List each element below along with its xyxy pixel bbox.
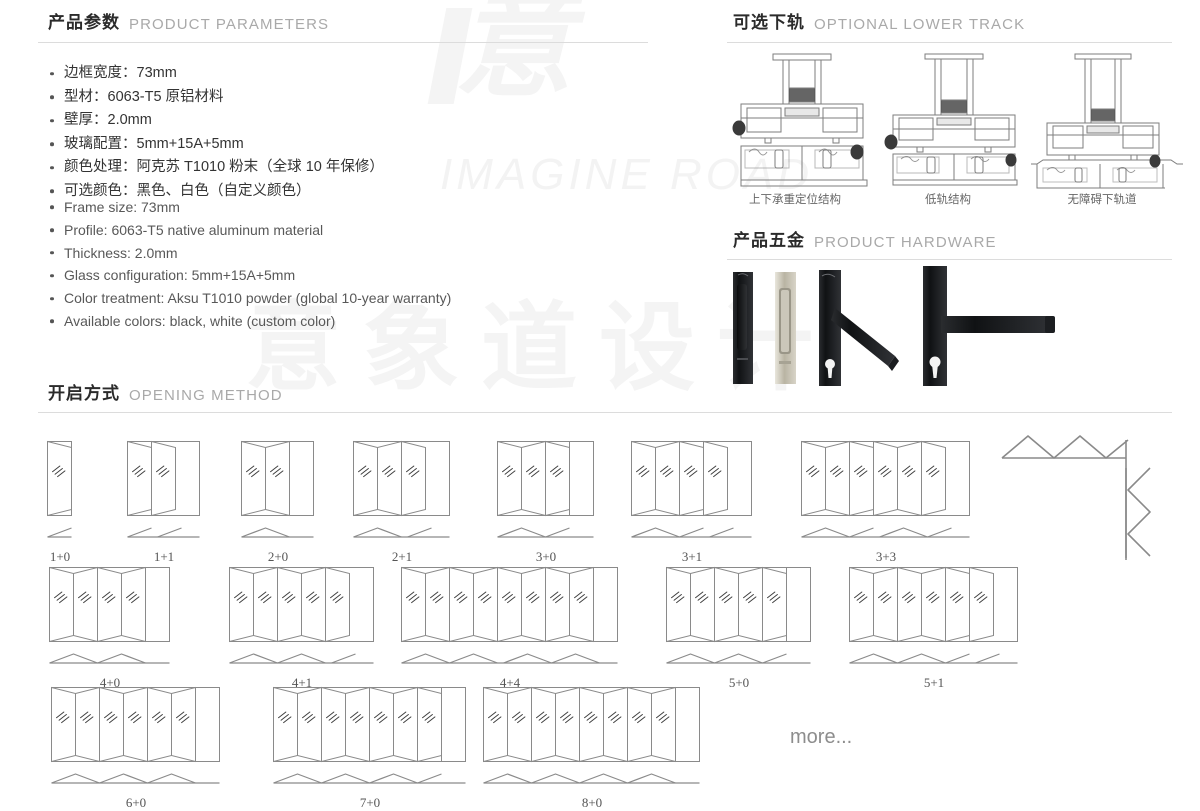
opening-method-4-4: 4+4 xyxy=(400,566,620,691)
divider-opening-method xyxy=(38,412,1172,413)
hardware-flush-pull-silver xyxy=(775,272,796,384)
opening-method-3-1: 3+1 xyxy=(630,440,754,565)
spec-list-en: Frame size: 73mm Profile: 6063-T5 native… xyxy=(48,196,608,333)
opening-method-5-0: 5+0 xyxy=(665,566,813,691)
opening-method-label: 3+1 xyxy=(681,549,703,564)
door-diagram xyxy=(50,686,222,792)
track-section-1 xyxy=(732,53,868,187)
door-diagram xyxy=(272,686,468,792)
lower-track-diagrams xyxy=(727,52,1183,192)
section-title-cn: 产品五金 xyxy=(733,231,805,250)
opening-method-8-0: 8+0 xyxy=(482,686,702,811)
corner-fold-plan-diagram xyxy=(1000,432,1190,562)
spec-item-cn: 颜色处理：阿克苏 T1010 粉末（全球 10 年保修） xyxy=(48,156,608,180)
section-header-opening-method: 开启方式 OPENING METHOD xyxy=(48,379,283,404)
opening-method-label: 7+0 xyxy=(359,795,381,810)
door-diagram xyxy=(352,440,452,546)
opening-method-label: 2+0 xyxy=(267,549,289,564)
opening-method-6-0: 6+0 xyxy=(50,686,222,811)
door-diagram xyxy=(482,686,702,792)
door-diagram xyxy=(400,566,620,672)
opening-method-3-3: 3+3 xyxy=(800,440,972,565)
spec-item-cn: 玻璃配置：5mm+15A+5mm xyxy=(48,133,608,157)
opening-method-7-0: 7+0 xyxy=(272,686,468,811)
opening-method-5-1: 5+1 xyxy=(848,566,1020,691)
track-section-2 xyxy=(884,53,1018,186)
hardware-lever-handle-straight xyxy=(923,266,1055,386)
opening-method-label: 6+0 xyxy=(125,795,147,810)
section-title-en: OPTIONAL LOWER TRACK xyxy=(814,16,1026,33)
door-diagram xyxy=(228,566,376,672)
section-header-product-hardware: 产品五金 PRODUCT HARDWARE xyxy=(733,226,997,251)
spec-list-cn: 边框宽度：73mm 型材：6063-T5 原铝材料 壁厚：2.0mm 玻璃配置：… xyxy=(48,62,608,203)
divider-lower-track xyxy=(727,42,1172,43)
track-section-3 xyxy=(1031,53,1183,189)
door-diagram xyxy=(800,440,972,546)
track-caption: 上下承重定位结构 xyxy=(749,194,841,206)
track-caption: 无障碍下轨道 xyxy=(1067,194,1137,206)
opening-method-label: 3+0 xyxy=(535,549,557,564)
opening-method-label: 5+0 xyxy=(728,675,750,690)
hardware-images xyxy=(727,266,1167,386)
opening-method-label: 1+0 xyxy=(49,549,71,564)
opening-method-1-0: 1+0 xyxy=(46,440,74,565)
opening-method-label: 2+1 xyxy=(391,549,413,564)
door-diagram xyxy=(240,440,316,546)
section-header-product-parameters: 产品参数 PRODUCT PARAMETERS xyxy=(48,8,329,33)
door-diagram xyxy=(630,440,754,546)
door-diagram xyxy=(848,566,1020,672)
spec-item-cn: 边框宽度：73mm xyxy=(48,62,608,86)
spec-item-en: Thickness: 2.0mm xyxy=(48,242,608,265)
opening-method-4-1: 4+1 xyxy=(228,566,376,691)
door-diagram xyxy=(126,440,202,546)
spec-item-en: Available colors: black, white (custom c… xyxy=(48,310,608,333)
section-title-cn: 产品参数 xyxy=(48,13,120,32)
spec-item-cn: 壁厚：2.0mm xyxy=(48,109,608,133)
hardware-lever-handle-angled xyxy=(819,270,899,386)
spec-item-en: Frame size: 73mm xyxy=(48,196,608,219)
more-label: more... xyxy=(790,726,853,748)
opening-method-2-0: 2+0 xyxy=(240,440,316,565)
section-header-optional-lower-track: 可选下轨 OPTIONAL LOWER TRACK xyxy=(733,8,1025,33)
spec-item-cn: 型材：6063-T5 原铝材料 xyxy=(48,86,608,110)
door-diagram xyxy=(496,440,596,546)
opening-method-2-1: 2+1 xyxy=(352,440,452,565)
opening-method-3-0: 3+0 xyxy=(496,440,596,565)
opening-method-1-1: 1+1 xyxy=(126,440,202,565)
section-title-en: PRODUCT PARAMETERS xyxy=(129,16,330,33)
hardware-flush-pull-black xyxy=(733,272,753,384)
divider-hardware xyxy=(727,259,1172,260)
section-title-en: PRODUCT HARDWARE xyxy=(814,234,997,251)
spec-item-cn: 可选颜色：黑色、白色（自定义颜色） xyxy=(48,180,608,204)
opening-method-label: 1+1 xyxy=(153,549,175,564)
opening-method-label: 3+3 xyxy=(875,549,897,564)
opening-method-label: 4+4 xyxy=(499,675,521,690)
spec-item-en: Glass configuration: 5mm+15A+5mm xyxy=(48,264,608,287)
door-diagram xyxy=(665,566,813,672)
door-diagram xyxy=(46,440,74,546)
divider-parameters xyxy=(38,42,648,43)
opening-method-4-0: 4+0 xyxy=(48,566,172,691)
opening-method-label: 4+1 xyxy=(291,675,313,690)
opening-method-label: 4+0 xyxy=(99,675,121,690)
door-diagram xyxy=(48,566,172,672)
opening-method-label: 8+0 xyxy=(581,795,603,810)
section-title-cn: 开启方式 xyxy=(48,384,120,403)
section-title-cn: 可选下轨 xyxy=(733,13,805,32)
spec-item-en: Profile: 6063-T5 native aluminum materia… xyxy=(48,219,608,242)
opening-method-label: 5+1 xyxy=(923,675,945,690)
track-caption: 低轨结构 xyxy=(925,194,971,206)
spec-item-en: Color treatment: Aksu T1010 powder (glob… xyxy=(48,287,608,310)
section-title-en: OPENING METHOD xyxy=(129,387,283,404)
